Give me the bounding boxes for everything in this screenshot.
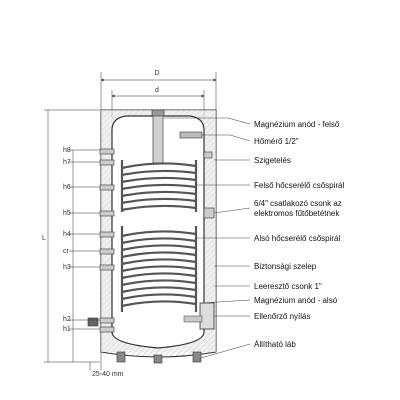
- anode-rod-top: [152, 112, 164, 164]
- label-inspection: Ellenőrző nyílás: [254, 312, 310, 321]
- thermometer-pocket: [179, 131, 203, 139]
- callout-lines: [164, 117, 251, 359]
- dim-h6-label: h6: [63, 184, 71, 191]
- part-labels: Magnézium anód - felső Hőmérő 1/2" Szige…: [254, 120, 344, 349]
- dim-h3-label: h3: [63, 264, 71, 271]
- lower-coil: [120, 226, 198, 312]
- label-thermometer: Hőmérő 1/2": [254, 137, 299, 146]
- adjustable-feet: [116, 351, 202, 364]
- dim-h2-label: h2: [63, 316, 71, 323]
- label-drain: Leeresztő csonk 1": [254, 282, 322, 291]
- label-heater-socket-line1: 6/4" csatlakozó csonk az: [254, 199, 342, 208]
- label-feet: Állítható láb: [254, 340, 296, 349]
- dim-d-label: d: [155, 87, 159, 94]
- dim-D-label: D: [154, 70, 159, 77]
- label-lower-coil: Alsó hőcserélő csőspirál: [254, 234, 340, 243]
- label-anode-bottom: Magnézium anód - alsó: [254, 296, 338, 305]
- height-dimensions: [44, 109, 102, 370]
- dim-h8-label: h8: [63, 147, 71, 154]
- upper-coil: [120, 160, 198, 212]
- dim-h1-label: h1: [63, 326, 71, 333]
- dim-L-label: L: [42, 235, 46, 242]
- lower-anode: [183, 315, 203, 323]
- left-connections: [87, 148, 115, 333]
- dim-h4-label: h4: [63, 231, 71, 238]
- heater-socket: [203, 207, 215, 219]
- foot-gap-label: 25-40 mm: [92, 371, 124, 378]
- label-heater-socket-line2: elektromos fűtőbetétnek: [254, 209, 340, 218]
- tank: [87, 109, 217, 364]
- dim-h7-label: h7: [63, 159, 71, 166]
- label-upper-coil: Felső hőcserélő csőspirál: [254, 181, 344, 190]
- dim-labels: L h8 h7 h6 h5 h4 cr h3 h2 h1 25-40 mm: [42, 147, 124, 378]
- label-anode-top: Magnézium anód - felső: [254, 120, 340, 129]
- dim-h5-label: h5: [63, 210, 71, 217]
- label-insulation: Szigetelés: [254, 156, 291, 165]
- label-safety-valve: Biztonsági szelep: [254, 262, 317, 271]
- dim-cr-label: cr: [63, 248, 70, 255]
